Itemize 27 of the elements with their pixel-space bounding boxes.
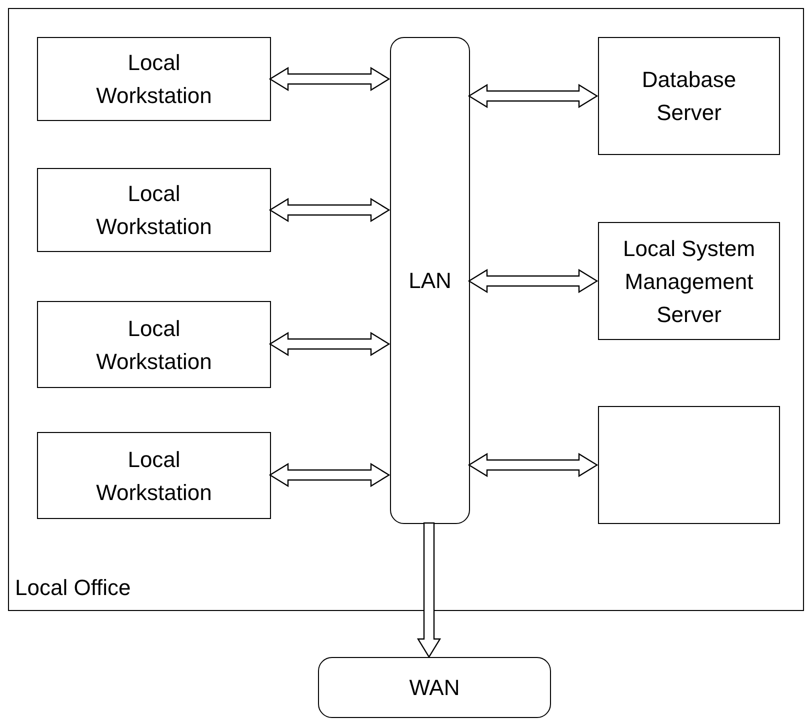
hollow-arrow xyxy=(268,462,390,488)
hollow-arrow xyxy=(468,268,598,294)
hollow-arrow xyxy=(268,332,390,356)
node-label: Local Workstation xyxy=(95,446,213,506)
device-box xyxy=(37,168,271,252)
device-box xyxy=(598,37,780,155)
node-label: LAN xyxy=(408,267,452,295)
hollow-arrow xyxy=(468,452,598,478)
node-label: Local Workstation xyxy=(95,314,213,376)
node-label: Local System Management Server xyxy=(622,234,756,328)
hollow-arrow xyxy=(268,198,390,222)
network-box xyxy=(318,657,551,718)
device-box xyxy=(598,406,780,524)
hollow-arrow xyxy=(416,522,442,658)
area-label: Local Office xyxy=(15,574,131,602)
device-box xyxy=(37,37,271,121)
node-label: Database Server xyxy=(640,66,738,127)
network-box xyxy=(390,37,470,524)
office-boundary xyxy=(8,8,804,611)
device-box xyxy=(37,301,271,388)
hollow-arrow xyxy=(468,84,598,108)
node-label: WAN xyxy=(409,674,460,702)
device-box xyxy=(598,222,780,340)
hollow-arrow xyxy=(268,66,390,92)
device-box xyxy=(37,432,271,519)
node-label: Local Workstation xyxy=(95,180,213,241)
node-label: Local Workstation xyxy=(95,49,213,110)
